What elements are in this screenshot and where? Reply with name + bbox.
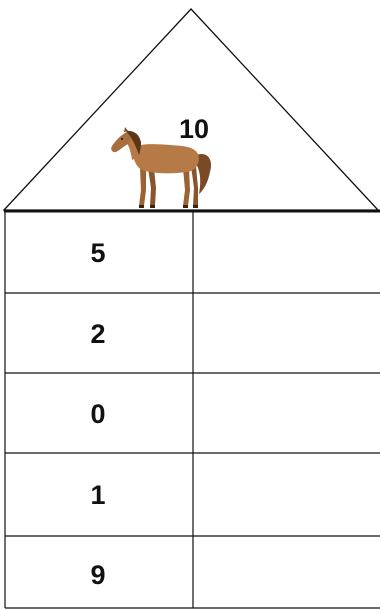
roof-number: 10 xyxy=(179,114,209,144)
table-row: 5 xyxy=(90,238,105,268)
table-row: 1 xyxy=(90,480,105,510)
table-row: 9 xyxy=(90,560,105,590)
row-left-number: 0 xyxy=(90,399,105,429)
table-row: 2 xyxy=(90,319,105,349)
row-left-number: 1 xyxy=(90,480,105,510)
row-left-number: 9 xyxy=(90,560,105,590)
row-left-number: 5 xyxy=(90,238,105,268)
row-left-number: 2 xyxy=(90,319,105,349)
roof xyxy=(4,9,378,210)
table-row: 0 xyxy=(90,399,105,429)
